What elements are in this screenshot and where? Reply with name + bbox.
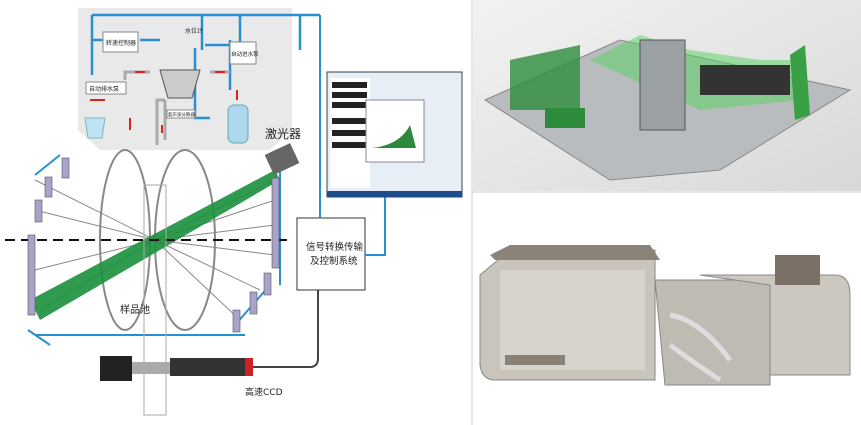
auto-inlet-pump-label: 自动进水泵 [231, 50, 259, 58]
sample-cell-label: 样品池 [120, 303, 150, 316]
signal-label-line2: 及控制系统 [310, 255, 358, 267]
auto-inlet-pump-box [229, 41, 257, 65]
auto-drain-pump-box [85, 81, 127, 95]
speed-controller-label: 转速控制器 [106, 39, 136, 47]
instrument-photo [473, 193, 861, 425]
laser-icon [264, 143, 300, 175]
detector-array [27, 157, 280, 333]
ultrasonic-disperser-label: 超声波分散器 [168, 111, 195, 118]
mixing-tank [159, 69, 201, 99]
instrument-3d-render [473, 0, 861, 191]
signal-label-line1: 信号转换传输 [306, 241, 364, 253]
sample-cell [143, 184, 167, 416]
brand-logo [505, 355, 565, 365]
signal-control-box [296, 217, 366, 291]
ccd-camera-icon [170, 358, 245, 376]
drain-bucket-icon [84, 117, 106, 139]
laser-beam [30, 170, 280, 320]
software-screenshot [326, 71, 463, 198]
laser-label: 激光器 [265, 127, 301, 141]
circulation-system: 转速控制器 自动进水泵 自动排水泵 水位计 超声波分散器 [78, 8, 320, 150]
light-source-icon [100, 356, 132, 381]
auto-drain-pump-label: 自动排水泵 [89, 85, 119, 93]
ccd-label: 高速CCD [245, 386, 283, 398]
water-bottle-icon [227, 104, 249, 144]
water-level-label: 水位计 [185, 27, 203, 35]
speed-controller-box [102, 31, 139, 53]
optical-system: 激光器 样品池 高速CCD 信号转换传输 及控制系统 [5, 15, 463, 416]
